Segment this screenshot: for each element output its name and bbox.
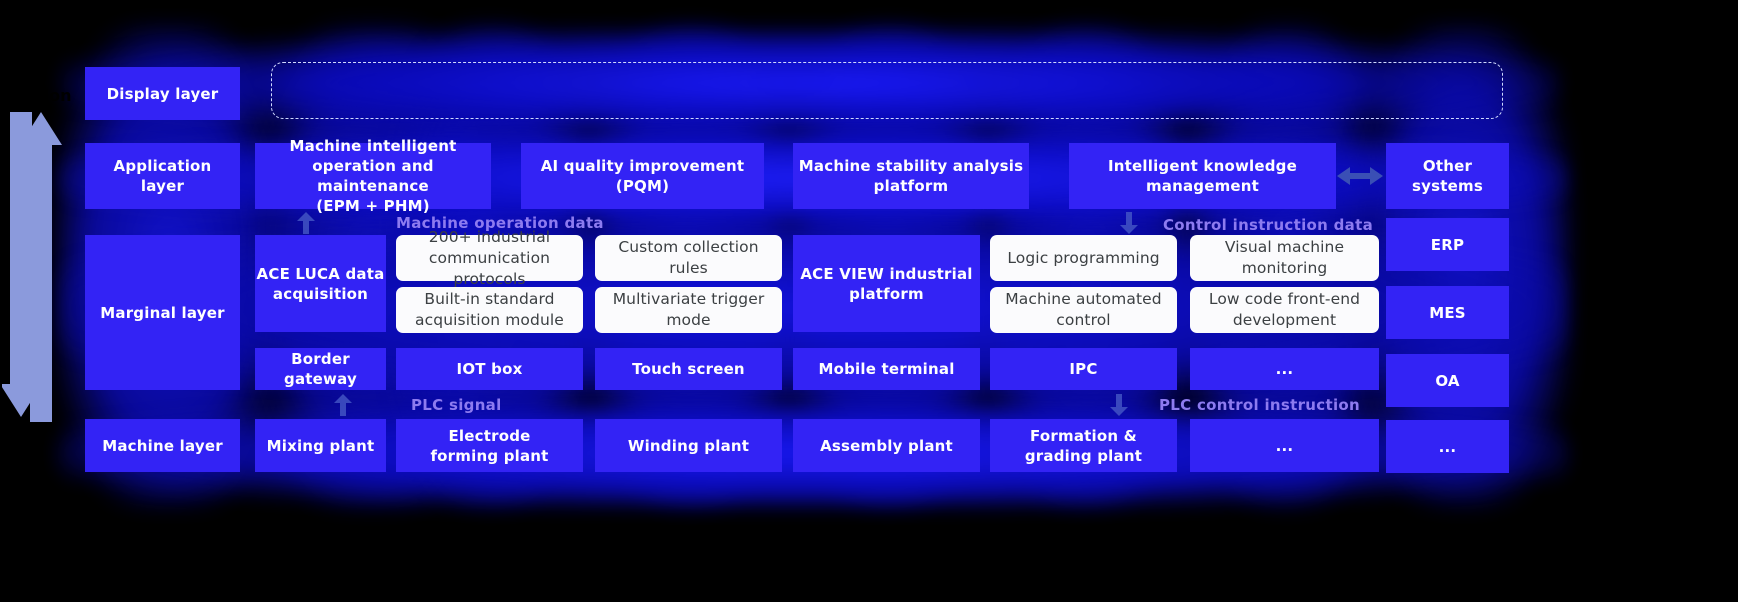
app3-line2: platform — [873, 177, 949, 195]
wbox2-line2: rules — [669, 259, 708, 277]
feature-box-multivariate-trigger-mode[interactable]: Multivariate trigger mode — [595, 287, 782, 333]
wbox8-line1: Low code front-end — [1208, 290, 1361, 308]
flow-label-control-instruction-data: Control instruction data — [1163, 216, 1373, 234]
right-box-mes[interactable]: MES — [1386, 286, 1509, 339]
app4-line1: Intelligent knowledge — [1108, 157, 1297, 175]
platform-box-ace-luca[interactable]: ACE LUCA data acquisition — [255, 235, 386, 332]
app1-line2: operation and maintenance — [312, 157, 434, 195]
device-box-border-gateway[interactable]: Border gateway — [255, 348, 386, 390]
app-box-intelligent-knowledge-management[interactable]: Intelligent knowledge management — [1069, 143, 1336, 209]
down-arrow-icon-control-instruction — [1120, 212, 1138, 234]
layer-label-application-line2: layer — [140, 177, 185, 195]
feature-box-industrial-protocols[interactable]: 200+ industrial communication protocols — [396, 228, 583, 288]
feature-box-logic-programming[interactable]: Logic programming — [990, 235, 1177, 281]
wbox5-line1: Logic programming — [1007, 248, 1160, 267]
wbox1-line1: 200+ industrial — [428, 227, 551, 246]
device-box-touch-screen[interactable]: Touch screen — [595, 348, 782, 390]
wbox4-line2: mode — [666, 311, 711, 329]
cutoff-label-fragment: tion — [36, 86, 72, 105]
device-box-ipc[interactable]: IPC — [990, 348, 1177, 390]
machine2-line2: forming plant — [430, 446, 549, 465]
machine5-line2: grading plant — [1024, 446, 1143, 465]
ace-view-line1: ACE VIEW industrial — [800, 264, 973, 283]
ace-luca-line2: acquisition — [272, 284, 369, 303]
flow-label-machine-operation-data: Machine operation data — [396, 214, 604, 232]
bidirectional-flow-arrows — [2, 112, 62, 422]
bidirectional-link-icon — [1337, 167, 1383, 185]
layer-label-machine[interactable]: Machine layer — [85, 419, 240, 472]
feature-box-machine-automated-control[interactable]: Machine automated control — [990, 287, 1177, 333]
wbox7-line2: control — [1056, 311, 1111, 329]
wbox6-line2: monitoring — [1241, 259, 1328, 277]
app-box-machine-stability-analysis[interactable]: Machine stability analysis platform — [793, 143, 1029, 209]
feature-box-low-code-front-end-development[interactable]: Low code front-end development — [1190, 287, 1379, 333]
app2-line2: (PQM) — [615, 177, 670, 195]
app-box-machine-intelligent-om[interactable]: Machine intelligent operation and mainte… — [255, 137, 491, 215]
other-systems-line1: Other — [1422, 157, 1473, 175]
app4-line2: management — [1145, 177, 1260, 195]
down-arrow-icon-plc-control — [1110, 394, 1128, 416]
device-box-iot-box[interactable]: IOT box — [396, 348, 583, 390]
machine-box-ellipsis[interactable]: ... — [1190, 419, 1379, 472]
wbox4-line1: Multivariate trigger — [612, 290, 765, 308]
device-box-ellipsis[interactable]: ... — [1190, 348, 1379, 390]
right-box-ellipsis[interactable]: ... — [1386, 420, 1509, 473]
display-layer-dashed-region — [271, 62, 1503, 119]
machine-box-electrode-forming-plant[interactable]: Electrode forming plant — [396, 419, 583, 472]
wbox3-line2: acquisition module — [415, 311, 564, 329]
machine-box-winding-plant[interactable]: Winding plant — [595, 419, 782, 472]
right-box-other-systems[interactable]: Other systems — [1386, 143, 1509, 209]
platform-box-ace-view[interactable]: ACE VIEW industrial platform — [793, 235, 980, 332]
machine-box-assembly-plant[interactable]: Assembly plant — [793, 419, 980, 472]
layer-label-display[interactable]: Display layer — [85, 67, 240, 120]
layer-label-application-line1: Application — [113, 157, 212, 175]
right-box-erp[interactable]: ERP — [1386, 218, 1509, 271]
flow-label-plc-control-instruction: PLC control instruction — [1159, 396, 1360, 414]
machine-box-formation-grading-plant[interactable]: Formation & grading plant — [990, 419, 1177, 472]
wbox3-line1: Built-in standard — [424, 290, 555, 308]
device-box-mobile-terminal[interactable]: Mobile terminal — [793, 348, 980, 390]
machine5-line1: Formation & — [1030, 426, 1137, 445]
machine-box-mixing-plant[interactable]: Mixing plant — [255, 419, 386, 472]
machine2-line1: Electrode — [448, 426, 531, 445]
ace-luca-line1: ACE LUCA data — [256, 264, 385, 283]
flow-label-plc-signal: PLC signal — [411, 396, 502, 414]
wbox6-line1: Visual machine — [1224, 238, 1345, 256]
feature-box-visual-machine-monitoring[interactable]: Visual machine monitoring — [1190, 235, 1379, 281]
up-arrow-icon-machine-operation — [297, 212, 315, 234]
app1-line3: (EPM + PHM) — [316, 197, 430, 215]
wbox2-line1: Custom collection — [618, 238, 759, 256]
wbox1-line2: communication protocols — [428, 248, 551, 288]
app2-line1: AI quality improvement — [540, 157, 745, 175]
feature-box-custom-collection-rules[interactable]: Custom collection rules — [595, 235, 782, 281]
right-box-oa[interactable]: OA — [1386, 354, 1509, 407]
layer-label-application[interactable]: Application layer — [85, 143, 240, 209]
app1-line1: Machine intelligent — [289, 137, 457, 155]
ace-view-line2: platform — [849, 284, 924, 303]
wbox8-line2: development — [1232, 311, 1337, 329]
app-box-ai-quality-improvement[interactable]: AI quality improvement (PQM) — [521, 143, 764, 209]
app3-line1: Machine stability analysis — [798, 157, 1024, 175]
wbox7-line1: Machine automated — [1005, 290, 1162, 308]
layer-label-marginal[interactable]: Marginal layer — [85, 235, 240, 390]
feature-box-builtin-acquisition-module[interactable]: Built-in standard acquisition module — [396, 287, 583, 333]
other-systems-line2: systems — [1412, 177, 1483, 195]
up-arrow-icon-plc-signal — [334, 394, 352, 416]
